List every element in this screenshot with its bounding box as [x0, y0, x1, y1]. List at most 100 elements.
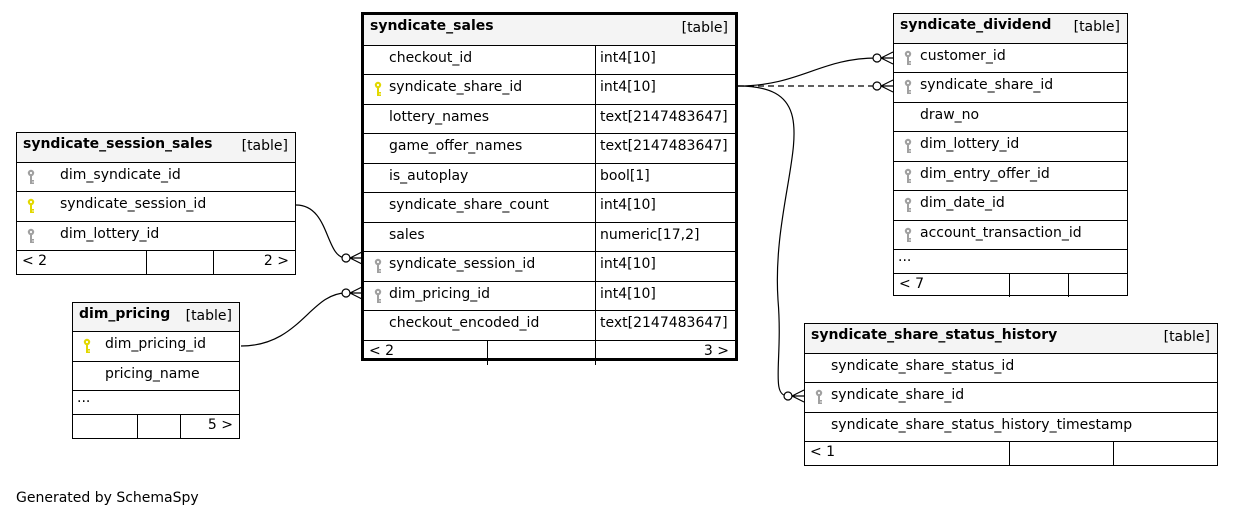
- column-row: syndicate_share_count int4[10]: [364, 193, 735, 223]
- table-syndicate-share-status-history[interactable]: syndicate_share_status_history [table] s…: [804, 323, 1218, 466]
- ellipsis: ...: [77, 390, 91, 406]
- primary-key-icon: [26, 198, 36, 214]
- foreign-key-icon: [903, 50, 913, 66]
- more-columns: ...: [73, 390, 239, 415]
- table-dim-pricing[interactable]: dim_pricing [table] dim_pricing_id prici…: [72, 302, 240, 439]
- column-name: game_offer_names: [389, 138, 523, 154]
- column-row: dim_entry_offer_id: [894, 162, 1127, 191]
- column-type: text[2147483647]: [600, 109, 728, 125]
- foreign-key-icon: [26, 228, 36, 244]
- column-type: int4[10]: [600, 256, 656, 272]
- edge-session-sales-to-sales: [295, 204, 347, 259]
- column-row: syndicate_session_id: [17, 192, 295, 222]
- column-row: pricing_name: [73, 362, 239, 391]
- foreign-key-icon: [903, 227, 913, 243]
- column-name: dim_lottery_id: [60, 226, 160, 242]
- parents-count[interactable]: < 7: [899, 276, 925, 292]
- column-name: draw_no: [920, 107, 980, 123]
- column-name: syndicate_share_status_history_timestamp: [831, 417, 1133, 433]
- column-type: int4[10]: [600, 50, 656, 66]
- table-type: [table]: [681, 20, 728, 36]
- column-row: syndicate_share_id int4[10]: [364, 75, 735, 105]
- table-footer: < 1: [805, 442, 1217, 465]
- column-name: dim_syndicate_id: [60, 167, 181, 183]
- column-row: game_offer_names text[2147483647]: [364, 134, 735, 164]
- table-header: dim_pricing [table]: [73, 303, 239, 332]
- column-name: dim_pricing_id: [389, 286, 491, 302]
- column-type: text[2147483647]: [600, 138, 728, 154]
- foreign-key-icon: [26, 169, 36, 185]
- column-name: customer_id: [920, 48, 1006, 64]
- column-row: dim_pricing_id int4[10]: [364, 282, 735, 311]
- table-type: [table]: [1073, 19, 1120, 35]
- column-name: dim_pricing_id: [105, 336, 207, 352]
- parents-count[interactable]: < 2: [369, 343, 395, 359]
- column-type: int4[10]: [600, 79, 656, 95]
- primary-key-icon: [373, 81, 383, 97]
- column-row: account_transaction_id: [894, 221, 1127, 250]
- column-type: text[2147483647]: [600, 315, 728, 331]
- column-name: dim_entry_offer_id: [920, 166, 1050, 182]
- ellipsis: ...: [898, 249, 912, 265]
- table-name: syndicate_session_sales: [23, 136, 213, 152]
- foreign-key-icon: [903, 138, 913, 154]
- column-type: int4[10]: [600, 197, 656, 213]
- foreign-key-icon: [903, 168, 913, 184]
- foreign-key-icon: [373, 288, 383, 304]
- column-name: account_transaction_id: [920, 225, 1082, 241]
- column-type: int4[10]: [600, 286, 656, 302]
- table-header: syndicate_session_sales [table]: [17, 133, 295, 163]
- table-syndicate-dividend[interactable]: syndicate_dividend [table] customer_id s…: [893, 13, 1128, 297]
- parents-count[interactable]: < 2: [22, 253, 48, 269]
- column-row: dim_syndicate_id: [17, 163, 295, 192]
- table-type: [table]: [185, 308, 232, 324]
- column-row: dim_pricing_id: [73, 332, 239, 362]
- table-name: dim_pricing: [79, 306, 171, 322]
- table-header: syndicate_dividend [table]: [894, 14, 1127, 44]
- column-row: dim_date_id: [894, 191, 1127, 221]
- edge-pricing-to-sales: [240, 292, 347, 347]
- column-row: lottery_names text[2147483647]: [364, 105, 735, 134]
- children-count[interactable]: 3 >: [703, 343, 729, 359]
- more-columns: ...: [894, 249, 1127, 274]
- parents-count[interactable]: < 1: [810, 444, 836, 460]
- column-name: syndicate_share_count: [389, 197, 549, 213]
- table-header: syndicate_sales [table]: [364, 15, 735, 46]
- column-row: dim_lottery_id: [17, 222, 295, 251]
- foreign-key-icon: [903, 79, 913, 95]
- generated-by-label: Generated by SchemaSpy: [16, 490, 199, 506]
- column-name: syndicate_share_id: [831, 387, 965, 403]
- table-name: syndicate_dividend: [900, 17, 1052, 33]
- column-row: customer_id: [894, 44, 1127, 73]
- column-row: syndicate_session_id int4[10]: [364, 252, 735, 282]
- column-name: dim_date_id: [920, 195, 1005, 211]
- table-syndicate-session-sales[interactable]: syndicate_session_sales [table] dim_synd…: [16, 132, 296, 275]
- table-header: syndicate_share_status_history [table]: [805, 324, 1217, 354]
- column-name: pricing_name: [105, 366, 200, 382]
- table-footer: < 2 3 >: [364, 341, 735, 365]
- column-name: syndicate_session_id: [60, 196, 207, 212]
- table-footer: < 2 2 >: [17, 251, 295, 274]
- column-name: dim_lottery_id: [920, 136, 1020, 152]
- table-type: [table]: [241, 138, 288, 154]
- column-name: syndicate_share_id: [389, 79, 523, 95]
- column-type: bool[1]: [600, 168, 650, 184]
- column-row: syndicate_share_id: [894, 73, 1127, 103]
- edge-sales-to-dividend-customer: [737, 57, 878, 87]
- column-row: syndicate_share_status_history_timestamp: [805, 413, 1217, 442]
- column-name: syndicate_session_id: [389, 256, 536, 272]
- column-name: syndicate_share_status_id: [831, 358, 1015, 374]
- column-type: numeric[17,2]: [600, 227, 700, 243]
- children-count[interactable]: 5 >: [207, 417, 233, 433]
- children-count[interactable]: 2 >: [263, 253, 289, 269]
- column-row: syndicate_share_id: [805, 383, 1217, 413]
- column-row: dim_lottery_id: [894, 132, 1127, 162]
- column-name: lottery_names: [389, 109, 490, 125]
- table-type: [table]: [1163, 329, 1210, 345]
